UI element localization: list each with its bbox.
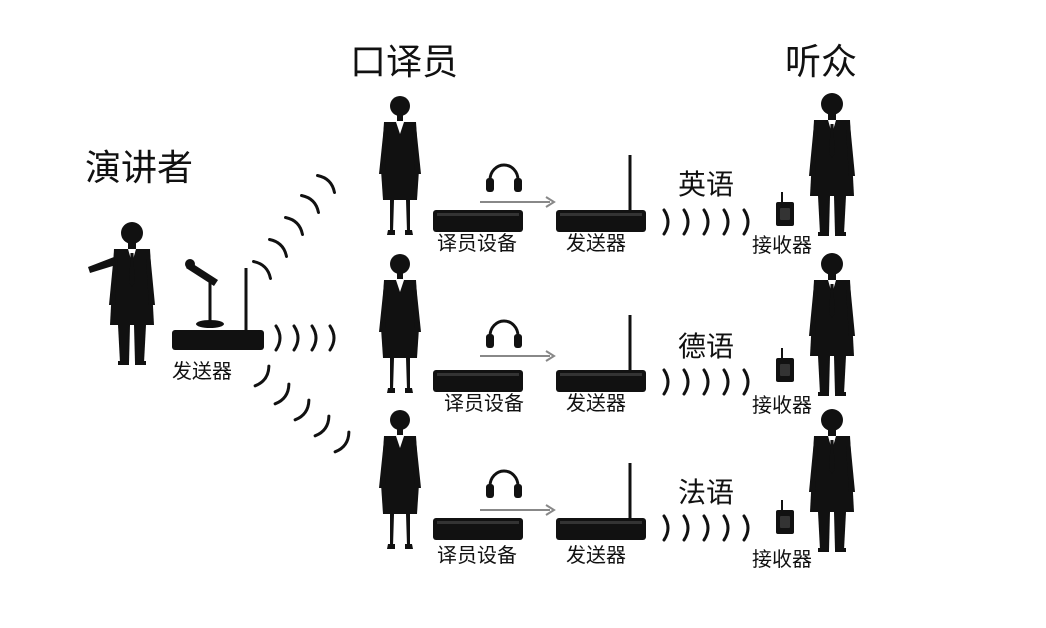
interpreter-device-label: 译员设备 (437, 543, 517, 567)
audience-figure (809, 409, 855, 552)
interpreter-device-label: 译员设备 (444, 391, 524, 415)
audience-header: 听众 (785, 42, 857, 83)
interpreter-header: 口译员 (350, 42, 458, 83)
interpreter-device (433, 518, 523, 540)
interpreter-figure (379, 96, 421, 235)
channel-row-3: 译员设备 发送器 法语 接收器 (379, 409, 855, 571)
speaker-waves-lower (253, 364, 354, 456)
speaker-figure (88, 222, 155, 365)
audience-figure (809, 253, 855, 396)
channel-transmitter-device (556, 210, 646, 232)
language-label: 德语 (678, 330, 734, 363)
speaker-waves-middle (274, 324, 336, 352)
headphones-icon (484, 469, 524, 500)
interpreter-device (433, 370, 523, 392)
speaker-header: 演讲者 (85, 148, 193, 189)
receiver-label: 接收器 (752, 233, 812, 257)
interpreter-figure (379, 254, 421, 393)
interpreter-figure (379, 410, 421, 549)
channel-row-1: 译员设备 发送器 英语 接收器 (379, 93, 855, 257)
microphone-icon (185, 259, 224, 328)
audience-figure (809, 93, 855, 236)
interpreter-device-label: 译员设备 (437, 231, 517, 255)
language-label: 法语 (678, 476, 734, 509)
channel-waves (662, 514, 750, 542)
interpreter-device (433, 210, 523, 232)
channel-transmitter-label: 发送器 (566, 231, 626, 255)
channel-transmitter-device (556, 518, 646, 540)
speaker-waves-upper (252, 171, 339, 280)
channel-transmitter-device (556, 370, 646, 392)
language-label: 英语 (678, 168, 734, 201)
channel-waves (662, 368, 750, 396)
receiver-device-icon (775, 499, 795, 535)
headphones-icon (484, 163, 524, 194)
receiver-device-icon (775, 191, 795, 227)
channel-transmitter-label: 发送器 (566, 391, 626, 415)
headphones-icon (484, 319, 524, 350)
receiver-device-icon (775, 347, 795, 383)
receiver-label: 接收器 (752, 547, 812, 571)
receiver-label: 接收器 (752, 393, 812, 417)
speaker-transmitter-label: 发送器 (172, 359, 232, 383)
channel-transmitter-label: 发送器 (566, 543, 626, 567)
channel-row-2: 译员设备 发送器 德语 接收器 (379, 253, 855, 417)
channel-waves (662, 208, 750, 236)
speaker-transmitter-device (172, 268, 264, 350)
